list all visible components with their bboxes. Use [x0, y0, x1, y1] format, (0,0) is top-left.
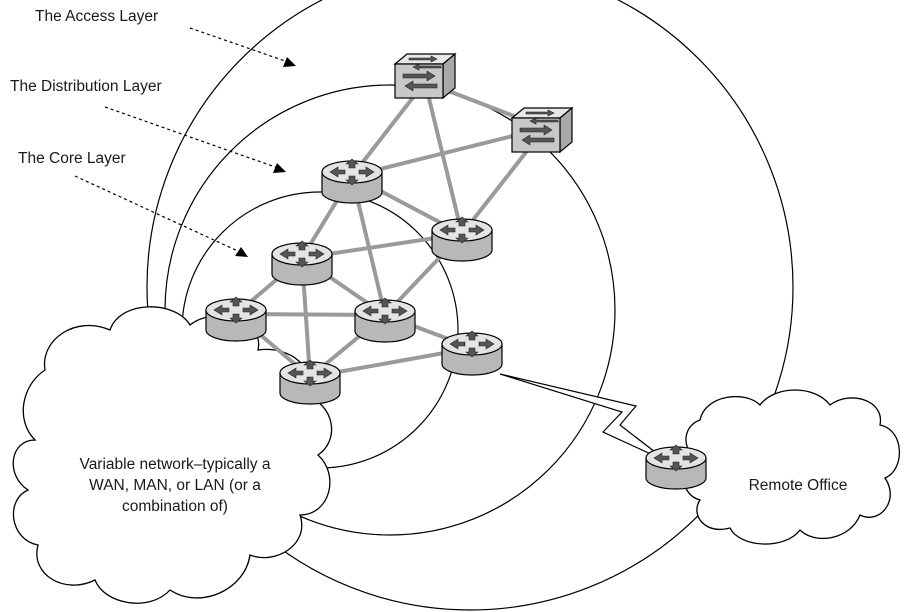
router-icon	[271, 240, 333, 286]
variable-network-label-line2: WAN, MAN, or LAN (or a	[89, 477, 261, 494]
router-icon	[441, 330, 503, 376]
access-layer-ring	[146, 0, 794, 611]
remote-office-label: Remote Office	[749, 477, 848, 494]
access-layer-label: The Access Layer	[35, 8, 158, 25]
variable-network-label-line3: combination of)	[122, 498, 228, 515]
router-icon	[205, 296, 267, 342]
arrowheads	[235, 57, 296, 257]
router-icon	[279, 359, 341, 405]
variable-network-label-line1: Variable network–typically a	[80, 456, 271, 473]
variable-network-cloud	[12, 306, 333, 604]
core-layer-label: The Core Layer	[18, 150, 126, 167]
wan-serial-link-icon	[499, 373, 669, 463]
router-icon	[321, 158, 383, 204]
router-icon	[431, 216, 493, 262]
switch-icon	[511, 107, 573, 153]
switch-icon	[394, 53, 456, 99]
remote-office-cloud	[682, 389, 901, 545]
router-icon	[645, 444, 707, 490]
layer-pointer-arrows	[74, 27, 289, 253]
distribution-layer-label: The Distribution Layer	[10, 78, 162, 95]
router-icon	[354, 297, 416, 343]
